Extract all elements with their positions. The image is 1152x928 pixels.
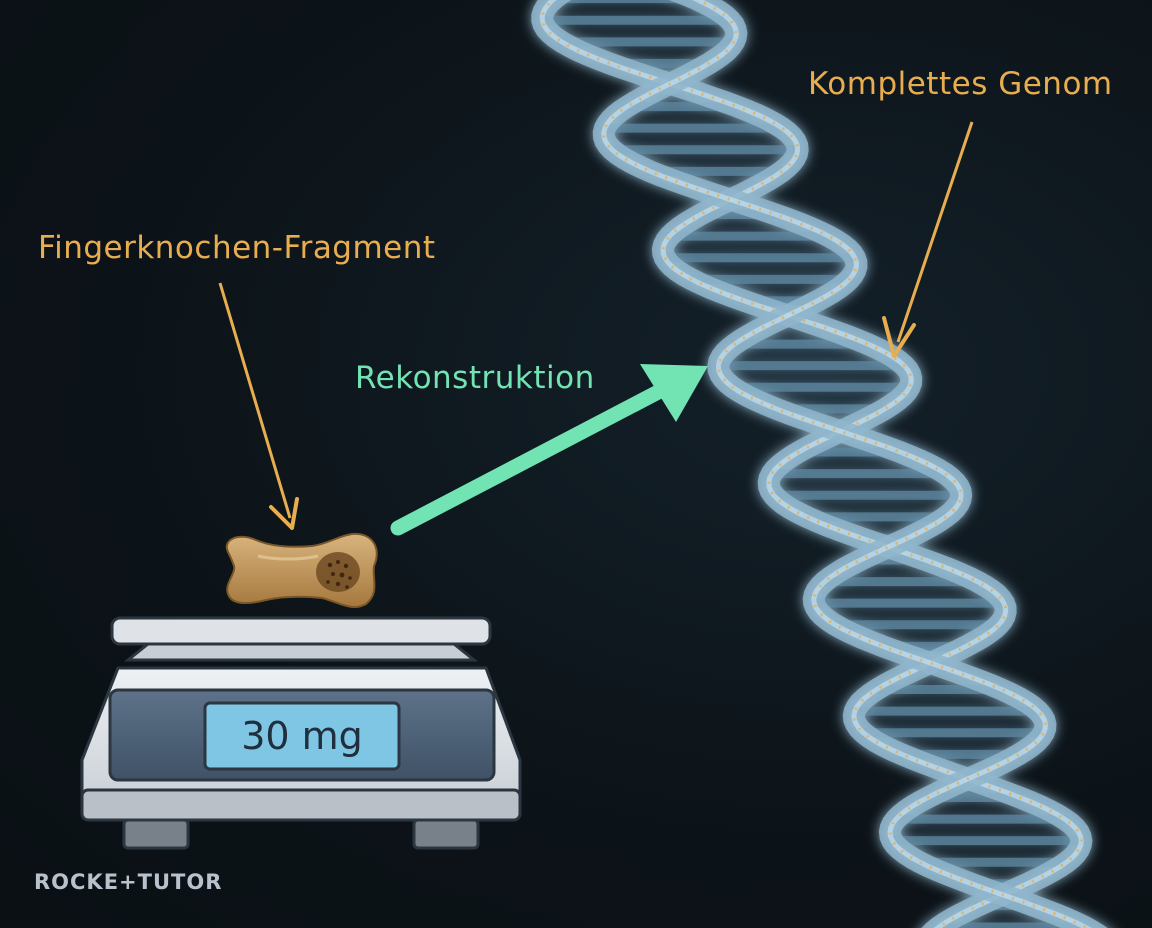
finger-bone-icon: [225, 532, 378, 608]
dna-strand-front: [592, 0, 1108, 928]
scale-display-value: 30 mg: [241, 714, 363, 758]
bone-fragment-label: Fingerknochen-Fragment: [38, 230, 436, 266]
bone-pointer-arrow: [218, 282, 299, 530]
digital-scale-icon: [80, 616, 522, 850]
dna-strand-front-highlight: [601, 0, 1092, 928]
dna-strand-back-sparkles: [540, 0, 1083, 928]
genome-pointer-arrow: [882, 121, 974, 358]
dna-double-helix-icon: [531, 0, 1108, 928]
genome-label: Komplettes Genom: [808, 66, 1113, 102]
reconstruction-arrow: [390, 364, 708, 536]
brand-logo: ROCKE+TUTOR: [34, 870, 223, 894]
reconstruction-label: Rekonstruktion: [355, 360, 595, 396]
dna-strand-front-sparkles: [602, 0, 1090, 928]
